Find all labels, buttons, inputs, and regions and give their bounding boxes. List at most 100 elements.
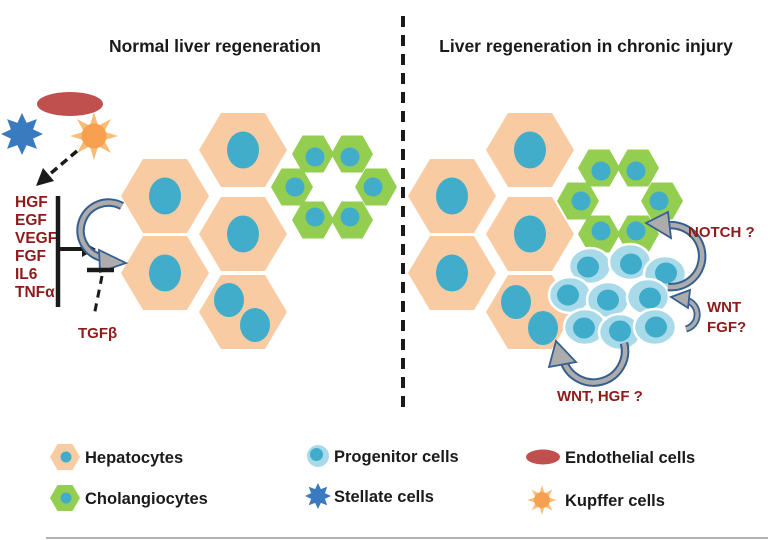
cell-nucleus: [626, 161, 646, 181]
hepatocyte-cell: [199, 197, 287, 271]
cell-nucleus: [310, 448, 323, 461]
hepatocyte-cell: [121, 159, 209, 233]
wnt-fgf-selfrenewal-arrow: [668, 288, 701, 333]
cell-nucleus: [60, 492, 72, 504]
factor-egf: EGF: [15, 212, 47, 229]
growth-factor-list: HGF EGF VEGF FGF IL6 TNFα: [15, 194, 57, 301]
legend-item-cholangiocytes: Cholangiocytes: [50, 485, 208, 511]
notch-differentiation-arrow: [644, 210, 707, 292]
progenitor-cell-cluster: [547, 242, 688, 352]
cell-nucleus: [501, 285, 531, 319]
cholangiocyte-ring-left: [271, 135, 397, 239]
cell-nucleus: [340, 147, 360, 167]
wnt-hgf-differentiation-arrow: [547, 339, 630, 387]
hepatocyte-cluster-right: [408, 113, 574, 349]
cell-nucleus: [645, 316, 667, 338]
legend-item-kupffer-cells: Kupffer cells: [527, 485, 665, 515]
cell-nucleus: [149, 254, 181, 292]
legend-item-progenitor-cells: Progenitor cells: [307, 445, 459, 467]
legend-item-hepatocytes: Hepatocytes: [50, 444, 183, 470]
cholangiocyte-cell: [331, 135, 373, 173]
stellate-cell-icon: [1, 113, 43, 155]
cell-nucleus: [557, 284, 579, 306]
cell-nucleus: [649, 191, 669, 211]
cholangiocyte-cell: [578, 215, 620, 253]
progenitor-cell: [567, 246, 613, 286]
legend-label-progenitor-cells: Progenitor cells: [334, 448, 459, 466]
progenitor-cell-icon: [307, 445, 329, 467]
cell-nucleus: [591, 221, 611, 241]
cholangiocyte-ring-right: [557, 149, 683, 253]
cell-nucleus: [305, 207, 325, 227]
hepatocyte-proliferation-arrow: [76, 198, 129, 274]
cell-nucleus: [240, 308, 270, 342]
cell-nucleus: [514, 215, 546, 253]
legend-label-hepatocytes: Hepatocytes: [85, 449, 183, 467]
cholangiocyte-cell: [331, 201, 373, 239]
wnt-fgf-label-line2: FGF?: [707, 319, 746, 336]
cell-nucleus: [655, 262, 677, 284]
hepatocyte-cell: [408, 236, 496, 310]
progenitor-cell: [632, 307, 678, 347]
cell-nucleus: [591, 161, 611, 181]
hepatocyte-cell-binucleate: [199, 275, 287, 349]
endothelial-icon: [526, 449, 560, 465]
legend-label-kupffer-cells: Kupffer cells: [565, 492, 665, 510]
hepatocyte-cell: [486, 197, 574, 271]
factor-hgf: HGF: [15, 194, 48, 211]
cell-nucleus: [227, 131, 259, 169]
hepatocyte-cell-binucleate: [486, 275, 574, 349]
endothelial-cell-icon: [37, 92, 103, 116]
factor-il6: IL6: [15, 266, 38, 283]
hepatocyte-cell: [486, 113, 574, 187]
cholangiocyte-cell: [355, 168, 397, 206]
cell-nucleus: [363, 177, 383, 197]
cell-nucleus: [639, 287, 661, 309]
cell-nucleus: [571, 191, 591, 211]
hepatocyte-cell: [199, 113, 287, 187]
cell-nucleus: [340, 207, 360, 227]
left-panel-title: Normal liver regeneration: [109, 36, 321, 56]
cholangiocyte-cell: [557, 182, 599, 220]
cholangiocyte-cell: [271, 168, 313, 206]
cholangiocyte-cell: [641, 182, 683, 220]
cholangiocyte-cell: [617, 215, 659, 253]
cell-nucleus: [149, 177, 181, 215]
cell-nucleus: [626, 221, 646, 241]
cell-nucleus: [528, 311, 558, 345]
kupffer-cell-icon: [70, 112, 118, 160]
kupffer-icon: [527, 485, 557, 515]
cholangiocyte-cell: [578, 149, 620, 187]
cholangiocyte-icon: [50, 485, 80, 511]
cell-nucleus: [597, 289, 619, 311]
cell-nucleus: [514, 131, 546, 169]
cell-nucleus: [436, 254, 468, 292]
legend-label-cholangiocytes: Cholangiocytes: [85, 490, 208, 508]
right-panel-title: Liver regeneration in chronic injury: [439, 36, 733, 56]
hepatocyte-cell: [121, 236, 209, 310]
cell-nucleus: [609, 320, 631, 342]
cell-nucleus: [436, 177, 468, 215]
legend-item-endothelial-cells: Endothelial cells: [526, 449, 695, 467]
wnt-hgf-label: WNT, HGF ?: [557, 388, 643, 405]
progenitor-cell: [547, 275, 593, 315]
secretion-dashed-arrow: [36, 149, 79, 186]
cell-nucleus: [214, 283, 244, 317]
cell-nucleus: [285, 177, 305, 197]
legend-item-stellate-cells: Stellate cells: [304, 482, 434, 510]
progenitor-cell: [625, 277, 671, 317]
tgfb-label: TGFβ: [78, 325, 117, 342]
cholangiocyte-cell: [292, 201, 334, 239]
factor-tnfa: TNFα: [15, 284, 55, 301]
progenitor-cell: [585, 280, 631, 320]
cholangiocyte-cell: [617, 149, 659, 187]
hepatocyte-icon: [50, 444, 80, 470]
hepatocyte-cell: [408, 159, 496, 233]
cell-nucleus: [573, 317, 595, 339]
progenitor-cell: [562, 307, 608, 347]
tgfb-inhibition-bar: [87, 267, 114, 317]
legend-label-stellate-cells: Stellate cells: [334, 488, 434, 506]
wnt-fgf-label-line1: WNT: [707, 299, 741, 316]
stellate-icon: [304, 482, 332, 510]
